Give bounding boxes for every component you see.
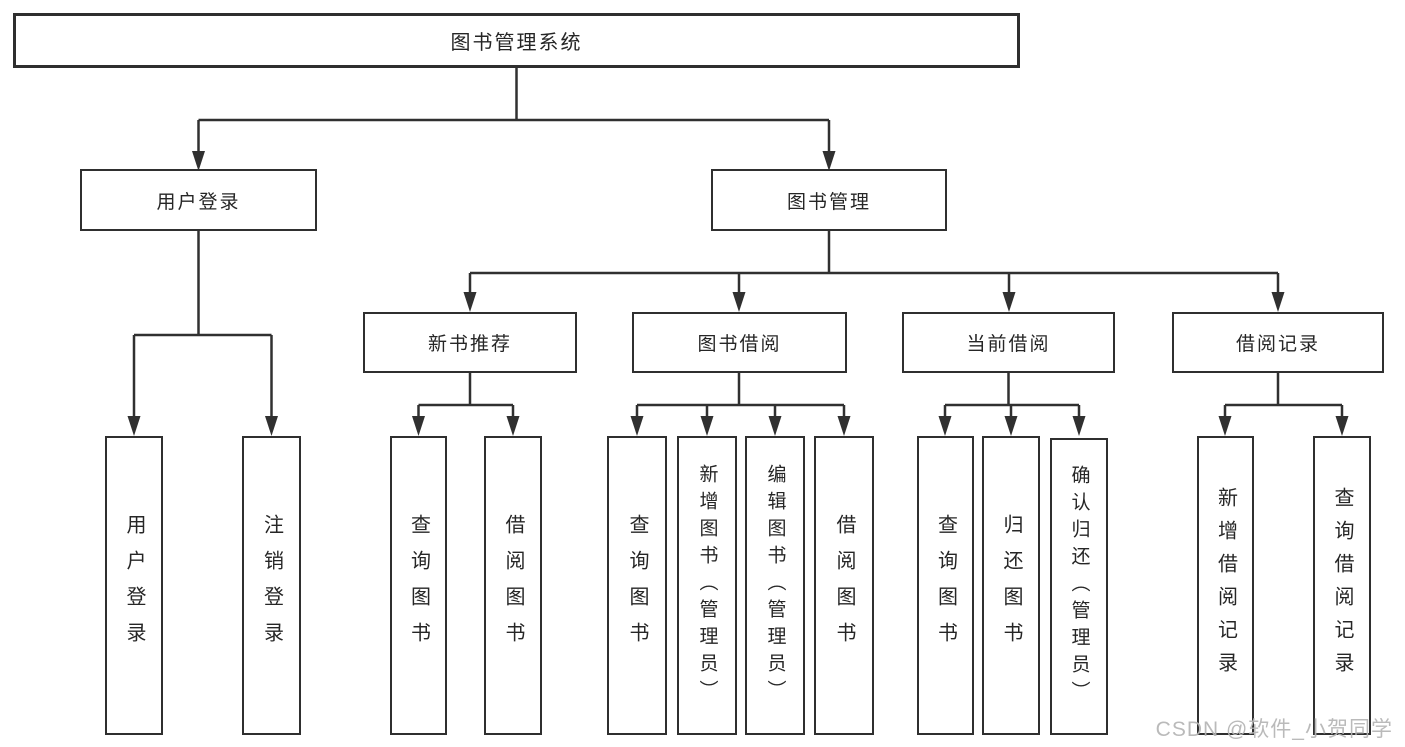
leaf-confirm-return-admin: 确认归还（管理员）: [1050, 438, 1108, 735]
leaf-label: 新增借阅记录: [1214, 486, 1237, 685]
leaf-query-borrowing-record: 查询借阅记录: [1313, 436, 1371, 735]
node-new-book-recommendation: 新书推荐: [363, 312, 577, 373]
leaf-user-login: 用户登录: [105, 436, 163, 735]
leaf-query-books-current: 查询图书: [917, 436, 974, 735]
node-label: 借阅记录: [1235, 334, 1320, 355]
node-label: 图书管理: [786, 191, 871, 213]
leaf-add-borrowing-record: 新增借阅记录: [1197, 436, 1254, 735]
node-borrowing-records: 借阅记录: [1172, 312, 1384, 373]
leaf-add-books-admin: 新增图书（管理员）: [677, 436, 737, 735]
leaf-borrow-books: 借阅图书: [814, 436, 874, 735]
node-label: 新书推荐: [427, 334, 512, 355]
watermark: CSDN @软件_小贺同学: [1155, 718, 1393, 741]
leaf-label: 查询图书: [626, 513, 648, 658]
node-label: 当前借阅: [966, 334, 1051, 355]
node-book-management: 图书管理: [711, 169, 947, 231]
leaf-query-books-borrowing: 查询图书: [607, 436, 667, 735]
leaf-borrow-books-recommend: 借阅图书: [484, 436, 542, 735]
leaf-logout: 注销登录: [242, 436, 301, 735]
leaf-edit-books-admin: 编辑图书（管理员）: [745, 436, 805, 735]
leaf-label: 归还图书: [1000, 513, 1022, 658]
node-book-borrowing: 图书借阅: [632, 312, 847, 373]
node-label: 图书管理系统: [450, 32, 583, 54]
node-current-borrowing: 当前借阅: [902, 312, 1115, 373]
leaf-label: 借阅图书: [502, 513, 524, 658]
node-label: 用户登录: [156, 191, 241, 213]
leaf-label: 编辑图书（管理员）: [764, 464, 786, 707]
leaf-label: 新增图书（管理员）: [696, 464, 718, 707]
leaf-label: 查询图书: [934, 513, 957, 658]
leaf-label: 注销登录: [260, 513, 283, 658]
node-library-management-system: 图书管理系统: [13, 13, 1020, 68]
node-user-login: 用户登录: [80, 169, 317, 231]
arrowheads: [127, 151, 1349, 436]
leaf-label: 查询图书: [407, 513, 430, 658]
leaf-return-books: 归还图书: [982, 436, 1040, 735]
connector-paths: [132, 68, 1344, 418]
leaf-label: 用户登录: [123, 513, 145, 658]
leaf-label: 查询借阅记录: [1331, 486, 1353, 685]
leaf-label: 确认归还（管理员）: [1068, 465, 1090, 708]
node-label: 图书借阅: [697, 334, 782, 355]
leaf-query-books-recommend: 查询图书: [390, 436, 447, 735]
leaf-label: 借阅图书: [833, 513, 855, 658]
